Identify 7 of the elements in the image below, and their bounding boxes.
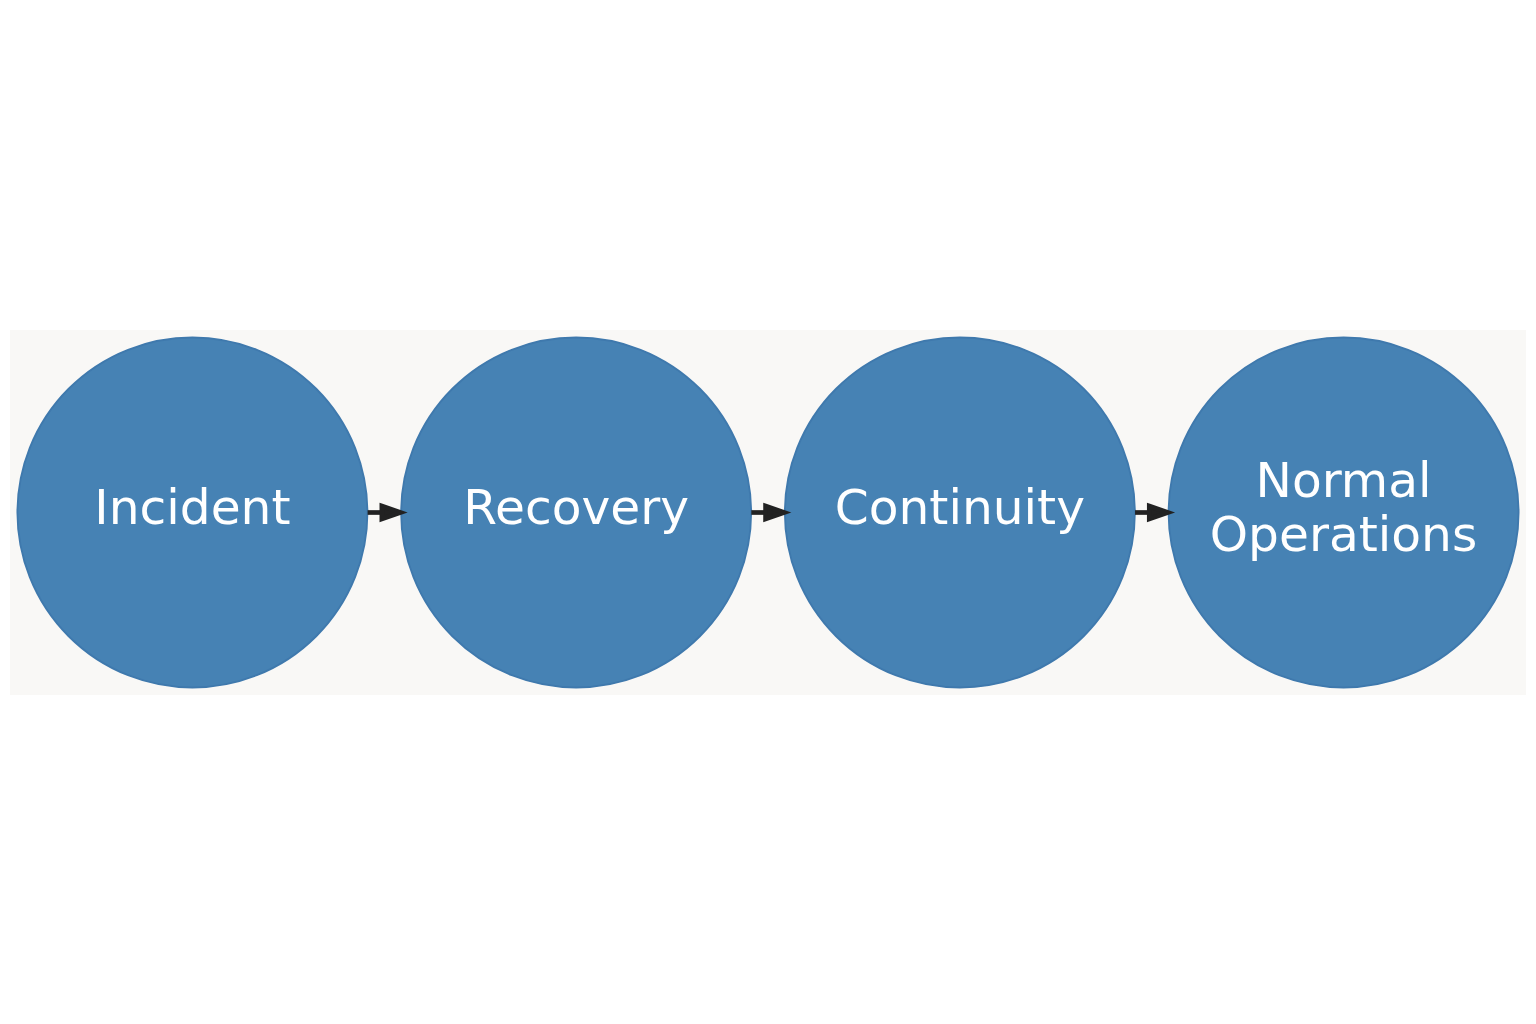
node-circle: Recovery xyxy=(400,336,753,688)
arrow xyxy=(1135,502,1176,522)
node-circle: Normal Operations xyxy=(1167,336,1520,688)
node-circle: Continuity xyxy=(783,336,1136,688)
node-circle: Incident xyxy=(16,336,369,688)
arrow xyxy=(367,502,408,522)
arrow xyxy=(751,502,792,522)
